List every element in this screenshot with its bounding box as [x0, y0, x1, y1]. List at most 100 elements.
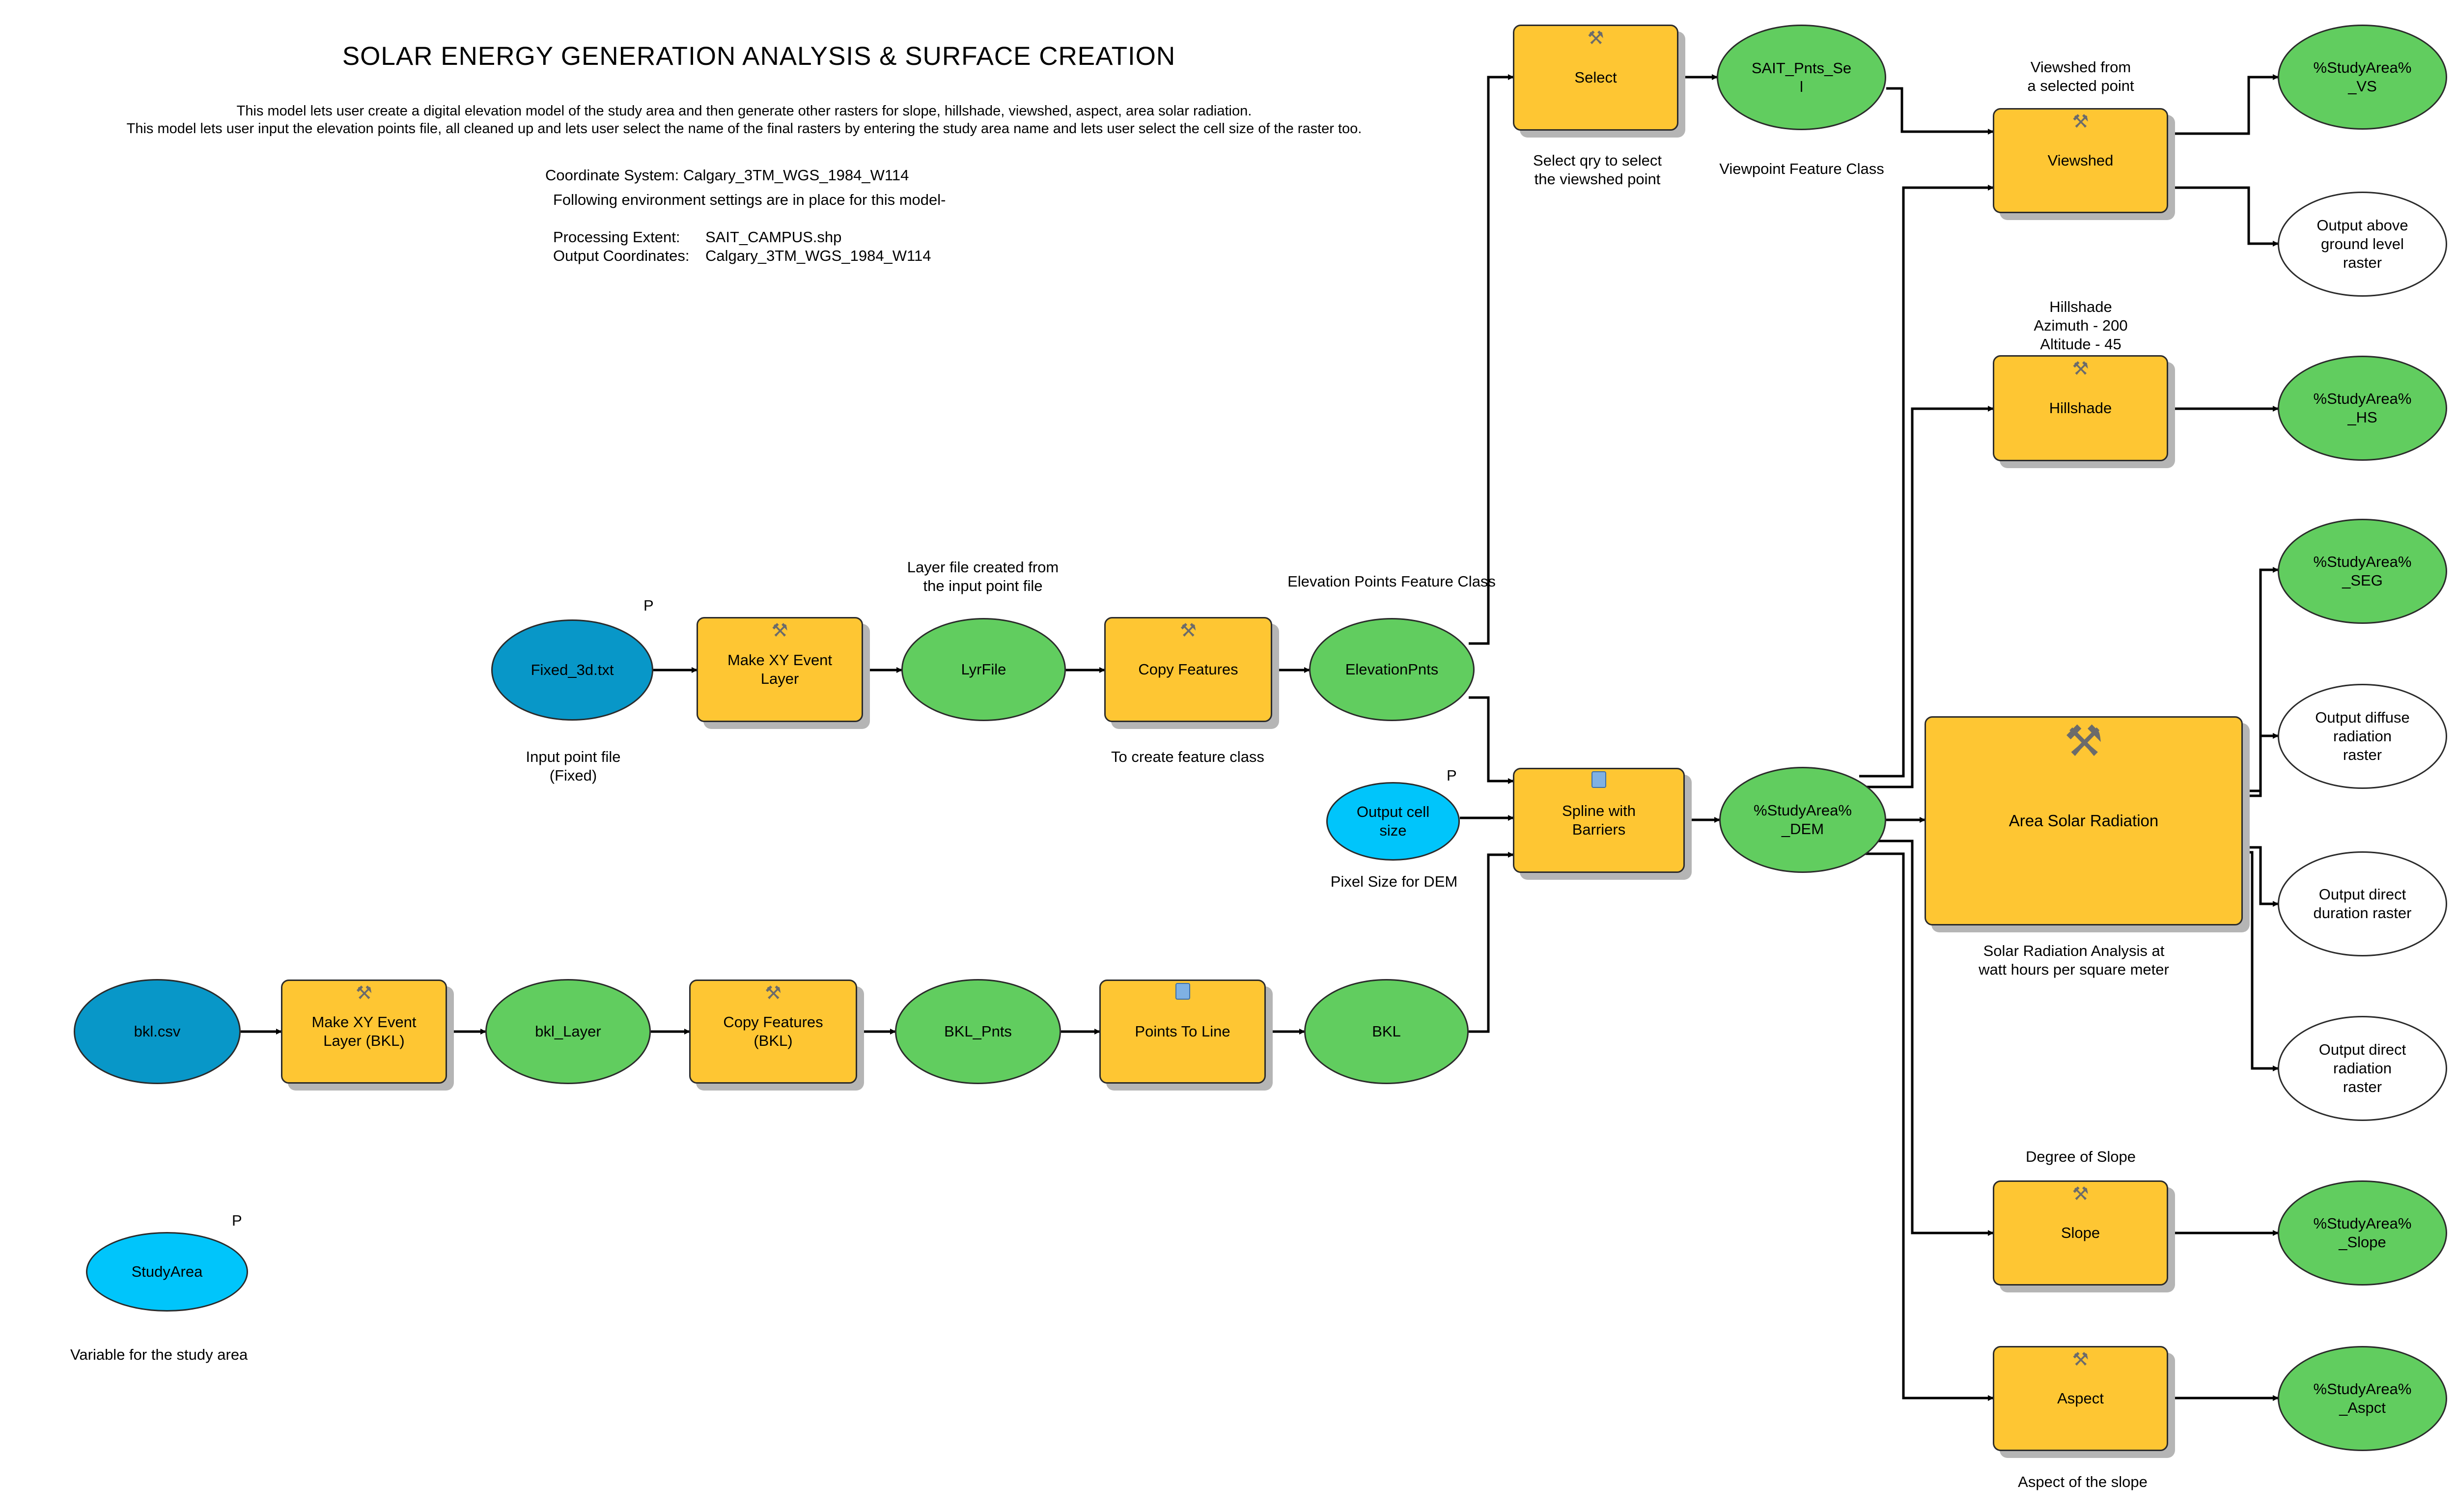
tool-viewshed[interactable]: ⚒ Viewshed [1993, 108, 2168, 213]
node-fixed-3d[interactable]: Fixed_3d.txt [491, 619, 653, 721]
node-label: Output direct duration raster [2313, 886, 2412, 922]
node-label: ElevationPnts [1345, 661, 1439, 678]
tool-make-xy-event-layer-bkl[interactable]: ⚒ Make XY Event Layer (BKL) [281, 980, 447, 1084]
node-label: Slope [2061, 1224, 2100, 1241]
connector [1867, 840, 1994, 1236]
note-hillshade: Hillshade Azimuth - 200 Altitude - 45 [2034, 298, 2128, 353]
node-bkl-csv[interactable]: bkl.csv [74, 979, 241, 1084]
node-label: Hillshade [2049, 399, 2112, 417]
node-bkl[interactable]: BKL [1304, 979, 1469, 1084]
tool-make-xy-event-layer[interactable]: ⚒ Make XY Event Layer [697, 617, 863, 722]
script-icon [1175, 983, 1190, 1000]
node-output-seg[interactable]: %StudyArea% _SEG [2278, 519, 2447, 624]
node-label: bkl.csv [134, 1023, 181, 1040]
node-label: Copy Features (BKL) [723, 1013, 823, 1049]
node-label: Fixed_3d.txt [530, 661, 614, 678]
node-output-direct-radiation[interactable]: Output direct radiation raster [2278, 1016, 2447, 1121]
hammer-icon: ⚒ [1179, 620, 1197, 641]
node-output-above-ground[interactable]: Output above ground level raster [2278, 192, 2447, 297]
note-pixel-size: Pixel Size for DEM [1330, 873, 1458, 890]
hammer-icon: ⚒ [2072, 1349, 2089, 1370]
note-create-feature-class: To create feature class [1111, 748, 1264, 765]
connector [1469, 696, 1514, 784]
hammer-icon: ⚒ [764, 983, 782, 1004]
note-elevation-points: Elevation Points Feature Class [1287, 573, 1496, 590]
connector [1859, 406, 1994, 788]
tool-slope[interactable]: ⚒ Slope [1993, 1180, 2168, 1286]
node-label: Viewshed [2047, 152, 2114, 169]
parameter-tag: P [232, 1212, 242, 1229]
connector [2243, 733, 2279, 792]
node-label: %StudyArea% _VS [2313, 59, 2412, 95]
tool-spline-with-barriers[interactable]: Spline with Barriers [1513, 768, 1685, 873]
node-label: Area Solar Radiation [2009, 812, 2159, 830]
tool-area-solar-radiation[interactable]: ⚒ Area Solar Radiation [1925, 716, 2243, 925]
note-degree-of-slope: Degree of Slope [2025, 1148, 2136, 1165]
node-label: Output cell size [1356, 803, 1430, 839]
connector [2168, 74, 2279, 135]
node-label: Select [1574, 69, 1617, 86]
node-label: %StudyArea% _HS [2313, 390, 2412, 426]
hammer-icon: ⚒ [2072, 359, 2089, 379]
tool-select[interactable]: ⚒ Select [1513, 25, 1678, 131]
node-output-hs[interactable]: %StudyArea% _HS [2278, 356, 2447, 461]
note-aspect-of-slope: Aspect of the slope [2018, 1473, 2148, 1490]
node-sait-pnts-sel[interactable]: SAIT_Pnts_Se l [1717, 25, 1886, 130]
node-label: SAIT_Pnts_Se l [1751, 59, 1852, 95]
script-icon [1591, 771, 1606, 788]
note-input-point-file: Input point file (Fixed) [526, 748, 621, 784]
connector [1862, 852, 1994, 1401]
node-label: BKL [1372, 1023, 1401, 1040]
node-output-diffuse[interactable]: Output diffuse radiation raster [2278, 684, 2447, 789]
tool-points-to-line[interactable]: Points To Line [1099, 980, 1266, 1084]
connector [1859, 185, 1994, 778]
tool-aspect[interactable]: ⚒ Aspect [1993, 1346, 2168, 1451]
tool-copy-features-bkl[interactable]: ⚒ Copy Features (BKL) [689, 980, 857, 1084]
hammer-icon: ⚒ [771, 620, 788, 641]
hammer-icon: ⚒ [2072, 1184, 2089, 1204]
connector [2168, 186, 2279, 247]
parameter-tag: P [1447, 767, 1457, 784]
node-label: %StudyArea% _DEM [1754, 802, 1852, 838]
note-viewpoint: Viewpoint Feature Class [1719, 160, 1884, 177]
node-label: %StudyArea% _SEG [2313, 553, 2412, 589]
node-label: Output above ground level raster [2316, 217, 2408, 271]
node-label: Output direct radiation raster [2318, 1041, 2406, 1095]
connector [1886, 87, 1994, 135]
node-elevation-pnts[interactable]: ElevationPnts [1309, 618, 1475, 721]
node-output-slope[interactable]: %StudyArea% _Slope [2278, 1180, 2447, 1286]
node-lyrfile[interactable]: LyrFile [901, 618, 1066, 721]
note-select-query: Select qry to select the viewshed point [1533, 152, 1662, 188]
node-label: Output diffuse radiation raster [2315, 709, 2410, 763]
tool-copy-features[interactable]: ⚒ Copy Features [1104, 617, 1272, 722]
note-study-area-variable: Variable for the study area [70, 1346, 248, 1363]
node-bkl-pnts[interactable]: BKL_Pnts [895, 979, 1061, 1084]
connector [1469, 74, 1514, 645]
node-studyarea-dem[interactable]: %StudyArea% _DEM [1719, 767, 1886, 873]
node-label: Points To Line [1135, 1023, 1230, 1040]
node-output-aspct[interactable]: %StudyArea% _Aspct [2278, 1346, 2447, 1451]
node-label: %StudyArea% _Aspct [2313, 1380, 2412, 1416]
hammer-icon: ⚒ [2072, 112, 2089, 132]
hammer-icon: ⚒ [355, 983, 373, 1004]
node-label: Make XY Event Layer (BKL) [311, 1013, 417, 1049]
tool-hillshade[interactable]: ⚒ Hillshade [1993, 355, 2168, 461]
note-viewshed: Viewshed from a selected point [2027, 58, 2134, 94]
hammer-icon: ⚒ [1587, 28, 1604, 49]
note-solar-radiation: Solar Radiation Analysis at watt hours p… [1979, 942, 2169, 978]
connector [2243, 851, 2279, 1071]
connector [1469, 852, 1514, 1033]
node-label: Aspect [2057, 1390, 2104, 1407]
node-label: StudyArea [131, 1263, 203, 1280]
node-output-cell-size[interactable]: Output cell size [1326, 782, 1460, 861]
node-output-vs[interactable]: %StudyArea% _VS [2278, 25, 2447, 130]
note-layer-file: Layer file created from the input point … [907, 559, 1059, 594]
node-label: BKL_Pnts [944, 1023, 1012, 1040]
connector [2243, 567, 2279, 797]
node-study-area[interactable]: StudyArea [86, 1232, 248, 1312]
parameter-tag: P [643, 597, 654, 614]
node-bkl-layer[interactable]: bkl_Layer [485, 979, 651, 1084]
node-output-direct-duration[interactable]: Output direct duration raster [2278, 851, 2447, 956]
node-label: bkl_Layer [535, 1023, 601, 1040]
